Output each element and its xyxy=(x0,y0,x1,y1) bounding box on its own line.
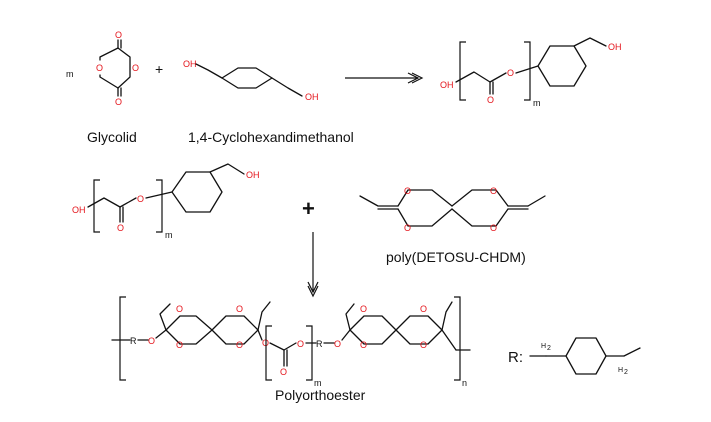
h2-subscript: 2 xyxy=(547,345,551,352)
atom-o: O xyxy=(360,304,367,314)
repeat-n: n xyxy=(462,378,467,388)
plus-sign: + xyxy=(302,196,315,221)
h2-subscript: 2 xyxy=(624,369,628,376)
h2-label: H xyxy=(541,343,546,350)
atom-o: O xyxy=(176,340,183,350)
atom-r: R xyxy=(316,339,323,349)
atom-o: O xyxy=(280,367,287,377)
atom-oh: OH xyxy=(246,170,260,180)
oligomer-repeat: m xyxy=(533,98,541,108)
atom-o: O xyxy=(96,63,103,73)
h2-label: H xyxy=(618,367,623,374)
repeat-m: m xyxy=(314,378,322,388)
atom-o: O xyxy=(360,340,367,350)
reaction-arrow-down xyxy=(307,232,319,298)
atom-oh: OH xyxy=(305,92,319,102)
glycolide-label: Glycolid xyxy=(87,129,137,145)
atom-o: O xyxy=(404,223,411,233)
atom-o: O xyxy=(487,95,494,105)
oligomer-structure-2: OH O O m OH xyxy=(72,163,260,240)
r-group-definition: R: H 2 H 2 xyxy=(508,337,641,376)
glycolide-structure: m O O O O xyxy=(66,30,139,107)
oligomer-structure: OH O O m OH xyxy=(440,37,622,108)
atom-r: R xyxy=(130,336,137,346)
reaction-arrow xyxy=(345,72,424,84)
atom-o: O xyxy=(132,63,139,73)
atom-o: O xyxy=(404,186,411,196)
atom-oh: OH xyxy=(440,80,454,90)
detosu-structure: O O O O xyxy=(359,186,546,233)
atom-o: O xyxy=(420,340,427,350)
atom-o: O xyxy=(334,339,341,349)
oligomer-repeat: m xyxy=(165,230,173,240)
glycolide-coefficient: m xyxy=(66,69,74,79)
plus-sign: + xyxy=(155,61,163,77)
polyorthoester-structure: R O O O O O O O O m R O O O O O xyxy=(111,296,471,388)
atom-o: O xyxy=(115,30,122,40)
atom-o: O xyxy=(236,340,243,350)
atom-o: O xyxy=(507,68,514,78)
polyorthoester-label: Polyorthoester xyxy=(275,387,366,403)
atom-o: O xyxy=(490,223,497,233)
atom-oh: OH xyxy=(608,42,622,52)
chdm-label: 1,4-Cyclohexandimethanol xyxy=(188,129,354,145)
atom-o: O xyxy=(137,194,144,204)
atom-oh: OH xyxy=(183,59,197,69)
chdm-structure: OH OH xyxy=(183,59,319,102)
atom-o: O xyxy=(236,304,243,314)
atom-o: O xyxy=(420,304,427,314)
atom-oh: OH xyxy=(72,205,86,215)
atom-o: O xyxy=(490,186,497,196)
atom-o: O xyxy=(117,223,124,233)
atom-o: O xyxy=(176,304,183,314)
atom-o: O xyxy=(148,336,155,346)
atom-o: O xyxy=(297,339,304,349)
r-label: R: xyxy=(508,349,523,366)
detosu-label: poly(DETOSU-CHDM) xyxy=(386,249,526,265)
atom-o: O xyxy=(115,97,122,107)
